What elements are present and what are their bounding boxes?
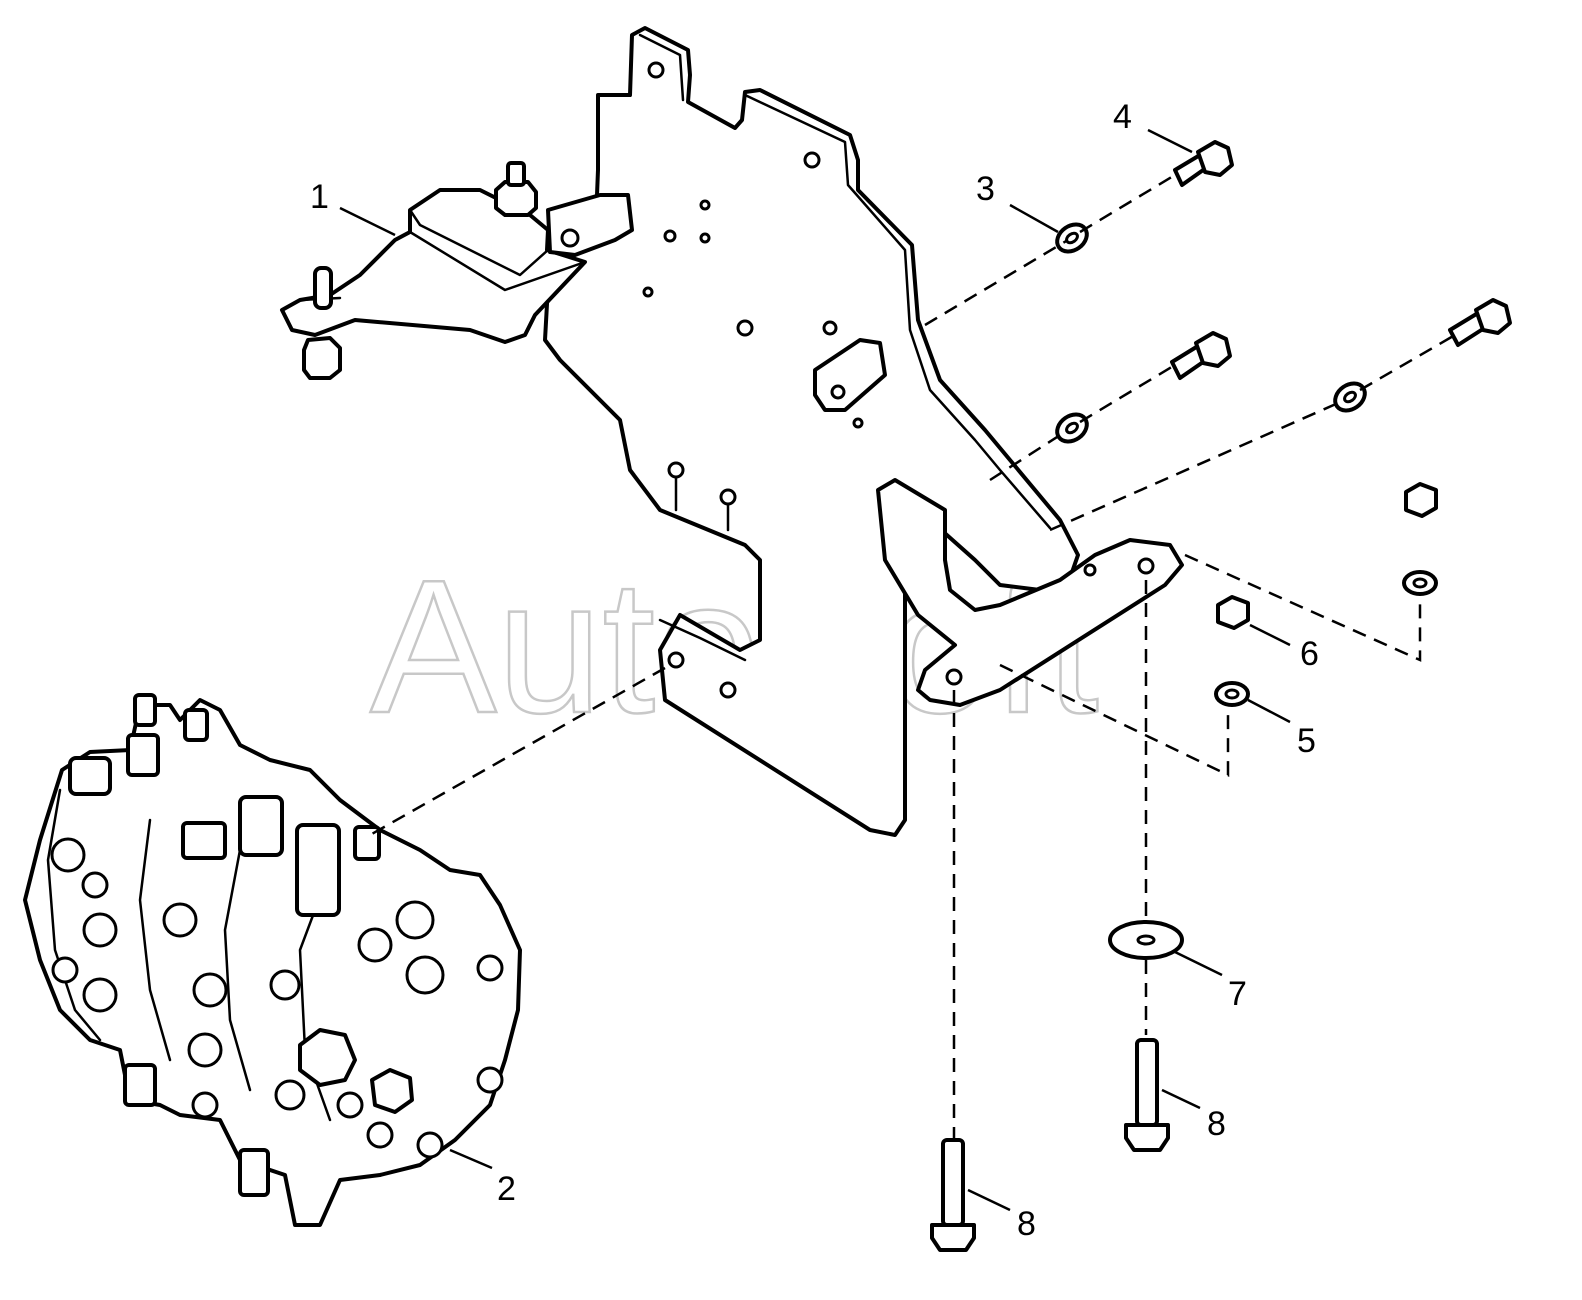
callout-5: 5 bbox=[1297, 722, 1316, 760]
assembly-lines bbox=[369, 173, 1456, 1138]
washer-part-7 bbox=[1108, 920, 1184, 960]
callout-8-upper: 8 bbox=[1207, 1105, 1226, 1143]
callout-1: 1 bbox=[310, 178, 329, 216]
bolt-part-8-upper bbox=[1124, 1038, 1170, 1152]
washer-right-lower bbox=[1402, 570, 1438, 596]
washer-part-3 bbox=[1055, 222, 1089, 254]
callout-8-lower: 8 bbox=[1017, 1205, 1036, 1243]
callout-6: 6 bbox=[1300, 635, 1319, 673]
nut-part-6 bbox=[1216, 595, 1250, 630]
washer-right bbox=[1333, 381, 1367, 413]
control-valve bbox=[23, 693, 522, 1227]
callouts: 1 2 3 4 5 6 7 8 8 bbox=[310, 98, 1319, 1243]
leader-lines bbox=[339, 128, 1291, 1212]
bolt-middle bbox=[1170, 331, 1232, 380]
callout-2: 2 bbox=[497, 1170, 516, 1208]
mounting-bracket bbox=[280, 26, 1184, 837]
bolt-part-4 bbox=[1173, 140, 1234, 187]
callout-3: 3 bbox=[976, 170, 995, 208]
bolt-part-8-lower bbox=[930, 1138, 976, 1252]
washer-middle bbox=[1055, 412, 1089, 444]
callout-7: 7 bbox=[1228, 975, 1247, 1013]
callout-4: 4 bbox=[1113, 98, 1132, 136]
nut-right bbox=[1404, 482, 1438, 518]
washer-part-5 bbox=[1214, 681, 1250, 707]
bolt-right bbox=[1448, 298, 1512, 347]
